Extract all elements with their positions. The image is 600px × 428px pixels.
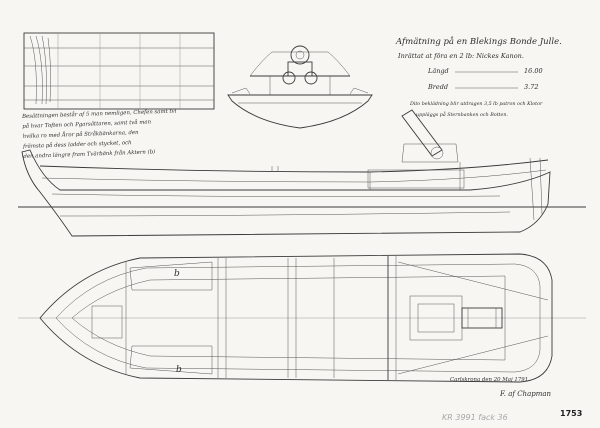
breadth-value: 3.72 <box>524 83 538 91</box>
note-left-line-2: på hvar Toften och Pgarsättaren, samt tv… <box>22 118 151 130</box>
length-value: 16.00 <box>524 67 543 75</box>
signature-name: F. af Chapman <box>499 390 552 398</box>
title-block: Afmätning på en Blekings Bonde Julle. In… <box>395 35 562 118</box>
plan-label-b-top: b <box>174 269 180 279</box>
cannon-section-view <box>227 45 373 129</box>
breadth-label: Bredd <box>427 83 448 91</box>
crew-note: Besättningen består af 5 man nemligen, C… <box>21 108 177 160</box>
boat-profile-view <box>18 149 586 237</box>
signature-date: Carlskrona den 20 Maj 1791 <box>450 377 528 383</box>
note-right-line-1: Dito beklädning blir utdragen 3,5 lb pat… <box>409 101 543 107</box>
note-left-line-4: främsta på dess ladder och stycket, och <box>22 139 132 150</box>
boat-deck-plan: b b <box>18 253 586 383</box>
cannon-elevation <box>401 109 459 163</box>
note-right-line-2: uppläggs på Sternbanken och Botten. <box>416 111 508 118</box>
signature-block: Carlskrona den 20 Maj 1791 F. af Chapman <box>450 377 552 398</box>
length-label: Längd <box>427 67 449 75</box>
catalog-number: 1753 <box>560 409 582 418</box>
note-left-line-3: hvilka ro med Åror på Stråkbänkarna, den <box>23 128 140 140</box>
lines-plan-inset <box>23 32 215 110</box>
archive-mark: KR 3991 fack 36 <box>442 413 508 422</box>
title-line-2: Inrättat at föra en 2 lb: Nickes Kanon. <box>397 52 524 60</box>
title-line-1: Afmätning på en Blekings Bonde Julle. <box>395 35 562 47</box>
plan-label-b-bottom: b <box>176 365 182 375</box>
note-left-line-5: den andra längre fram Tvärbänk från Akte… <box>23 148 155 160</box>
